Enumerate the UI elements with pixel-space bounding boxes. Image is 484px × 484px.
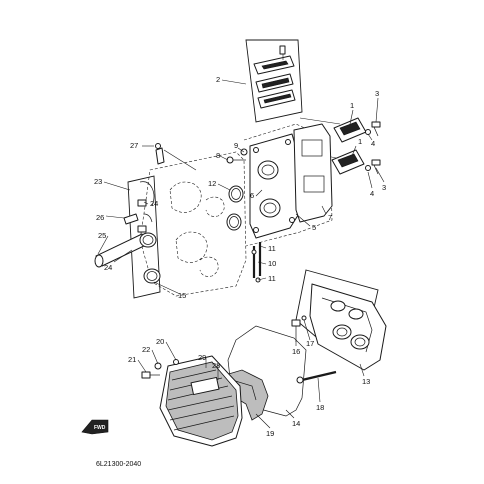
cylinder-head-13	[309, 283, 387, 371]
callout-17: 17	[306, 339, 314, 348]
leader-lines	[97, 97, 385, 429]
bolt-upper	[365, 121, 381, 137]
bolt-18	[296, 370, 337, 384]
o-rings-15	[139, 232, 161, 284]
callout-2: 2	[216, 75, 220, 84]
callout-3: 3	[382, 183, 386, 192]
callout-29: 29	[198, 353, 206, 362]
callout-15: 15	[178, 291, 186, 300]
clip-26	[123, 213, 139, 225]
callout-13: 13	[362, 377, 370, 386]
callout-1: 1	[358, 137, 362, 146]
crankcase-block	[139, 151, 247, 297]
inset-box-23	[127, 175, 161, 299]
washer-22	[154, 362, 162, 370]
callout-21: 21	[128, 355, 136, 364]
callout-11: 11	[268, 274, 276, 283]
callout-16: 16	[292, 347, 300, 356]
callout-22: 22	[142, 345, 150, 354]
callout-11: 11	[268, 244, 276, 253]
cover-assembly	[159, 355, 243, 447]
bolt-17	[301, 315, 307, 321]
diagram-code: 6L21300-2040	[96, 461, 141, 468]
callout-3: 3	[375, 89, 379, 98]
reed-plate-7	[293, 123, 333, 223]
callout-7: 7	[328, 213, 332, 222]
callout-8: 8	[216, 151, 220, 160]
callout-18: 18	[316, 403, 324, 412]
fwd-label: FWD	[94, 425, 106, 431]
callout-27: 27	[130, 141, 138, 150]
callout-19: 19	[266, 429, 274, 438]
stud-bolts	[251, 242, 262, 283]
bolt-16	[291, 319, 301, 342]
callout-25: 25	[98, 231, 106, 240]
bracket-27	[155, 143, 197, 171]
callout-4: 4	[371, 139, 375, 148]
callout-12: 12	[208, 179, 216, 188]
bolt-21	[141, 371, 160, 379]
reed-valve-assembly-inset	[245, 39, 303, 123]
reed-valve-plates	[253, 45, 296, 109]
intake-manifold-5	[249, 133, 301, 239]
callout-1: 1	[350, 101, 354, 110]
bolt-8	[226, 156, 246, 164]
callout-14: 14	[292, 419, 300, 428]
fwd-arrow-icon: FWD	[81, 419, 109, 435]
callout-24: 24	[104, 263, 112, 272]
callout-5: 5	[312, 223, 316, 232]
callout-26: 26	[96, 213, 104, 222]
o-rings-12	[226, 185, 244, 231]
callout-10: 10	[268, 259, 276, 268]
bolt-lower	[365, 159, 381, 175]
hose-24	[137, 181, 155, 233]
callout-9: 9	[234, 141, 238, 150]
callout-23: 23	[94, 177, 102, 186]
reed-valve-lower	[331, 149, 365, 175]
leader-2	[221, 79, 247, 85]
callout-28: 28	[212, 361, 220, 370]
callout-24: 24	[150, 199, 158, 208]
callout-4: 4	[370, 189, 374, 198]
callout-labels: 1 1 2 3 3 4 4 5 6 7 8 9 10 11 11 12 13 1…	[94, 75, 386, 438]
callout-6: 6	[250, 191, 254, 200]
callout-20: 20	[156, 337, 164, 346]
